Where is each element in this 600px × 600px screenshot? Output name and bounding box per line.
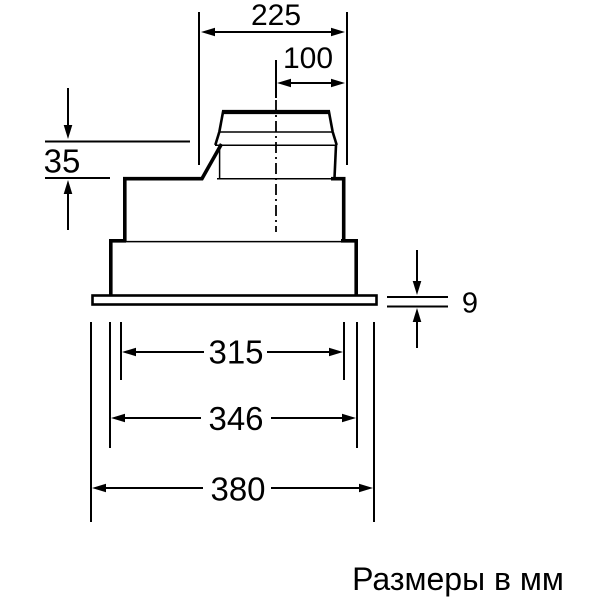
arrowhead-right-icon (359, 483, 373, 493)
arrowhead-left-icon (277, 78, 291, 88)
dimension-label-overall-width: 380 (210, 471, 265, 508)
arrowhead-right-icon (331, 27, 345, 37)
arrowhead-left-icon (111, 413, 125, 423)
duct-right-wall (333, 144, 338, 179)
dimension-label-collar-height: 35 (44, 143, 81, 180)
duct-flare-right (331, 131, 338, 146)
arrowhead-left-icon (201, 27, 215, 37)
dimension-body-width: 346 (109, 322, 358, 448)
units-caption: Размеры в мм (352, 561, 564, 597)
duct-flare-left (214, 131, 221, 146)
arrowhead-left-icon (122, 347, 136, 357)
dimension-label-inner-width: 315 (208, 334, 263, 371)
dimension-duct-width: 100 (275, 42, 345, 98)
arrowhead-up-icon (63, 180, 73, 194)
dimension-label-duct-width: 100 (283, 42, 333, 75)
arrowhead-right-icon (329, 347, 343, 357)
dimension-top-width: 225 (198, 0, 348, 165)
arrowhead-right-icon (331, 78, 345, 88)
dimension-collar-height: 35 (44, 88, 190, 230)
dimension-flange-thickness: 9 (387, 250, 478, 348)
arrowhead-left-icon (92, 483, 106, 493)
dimension-overall-width: 380 (90, 322, 375, 522)
flange-outline (91, 294, 378, 306)
dimension-inner-width: 315 (120, 322, 345, 380)
duct-cap-right-side (327, 110, 334, 133)
arrowhead-right-icon (342, 413, 356, 423)
arrowhead-up-icon (412, 308, 422, 322)
device-outline (91, 100, 378, 306)
duct-cap-left-side (218, 110, 225, 133)
dimension-label-body-width: 346 (208, 400, 263, 437)
dimension-label-top-width: 225 (251, 0, 301, 32)
collar-diagonal-brace (199, 143, 224, 181)
dimension-label-flange-thickness: 9 (462, 288, 478, 320)
arrowhead-down-icon (412, 281, 422, 295)
arrowhead-down-icon (63, 125, 73, 139)
